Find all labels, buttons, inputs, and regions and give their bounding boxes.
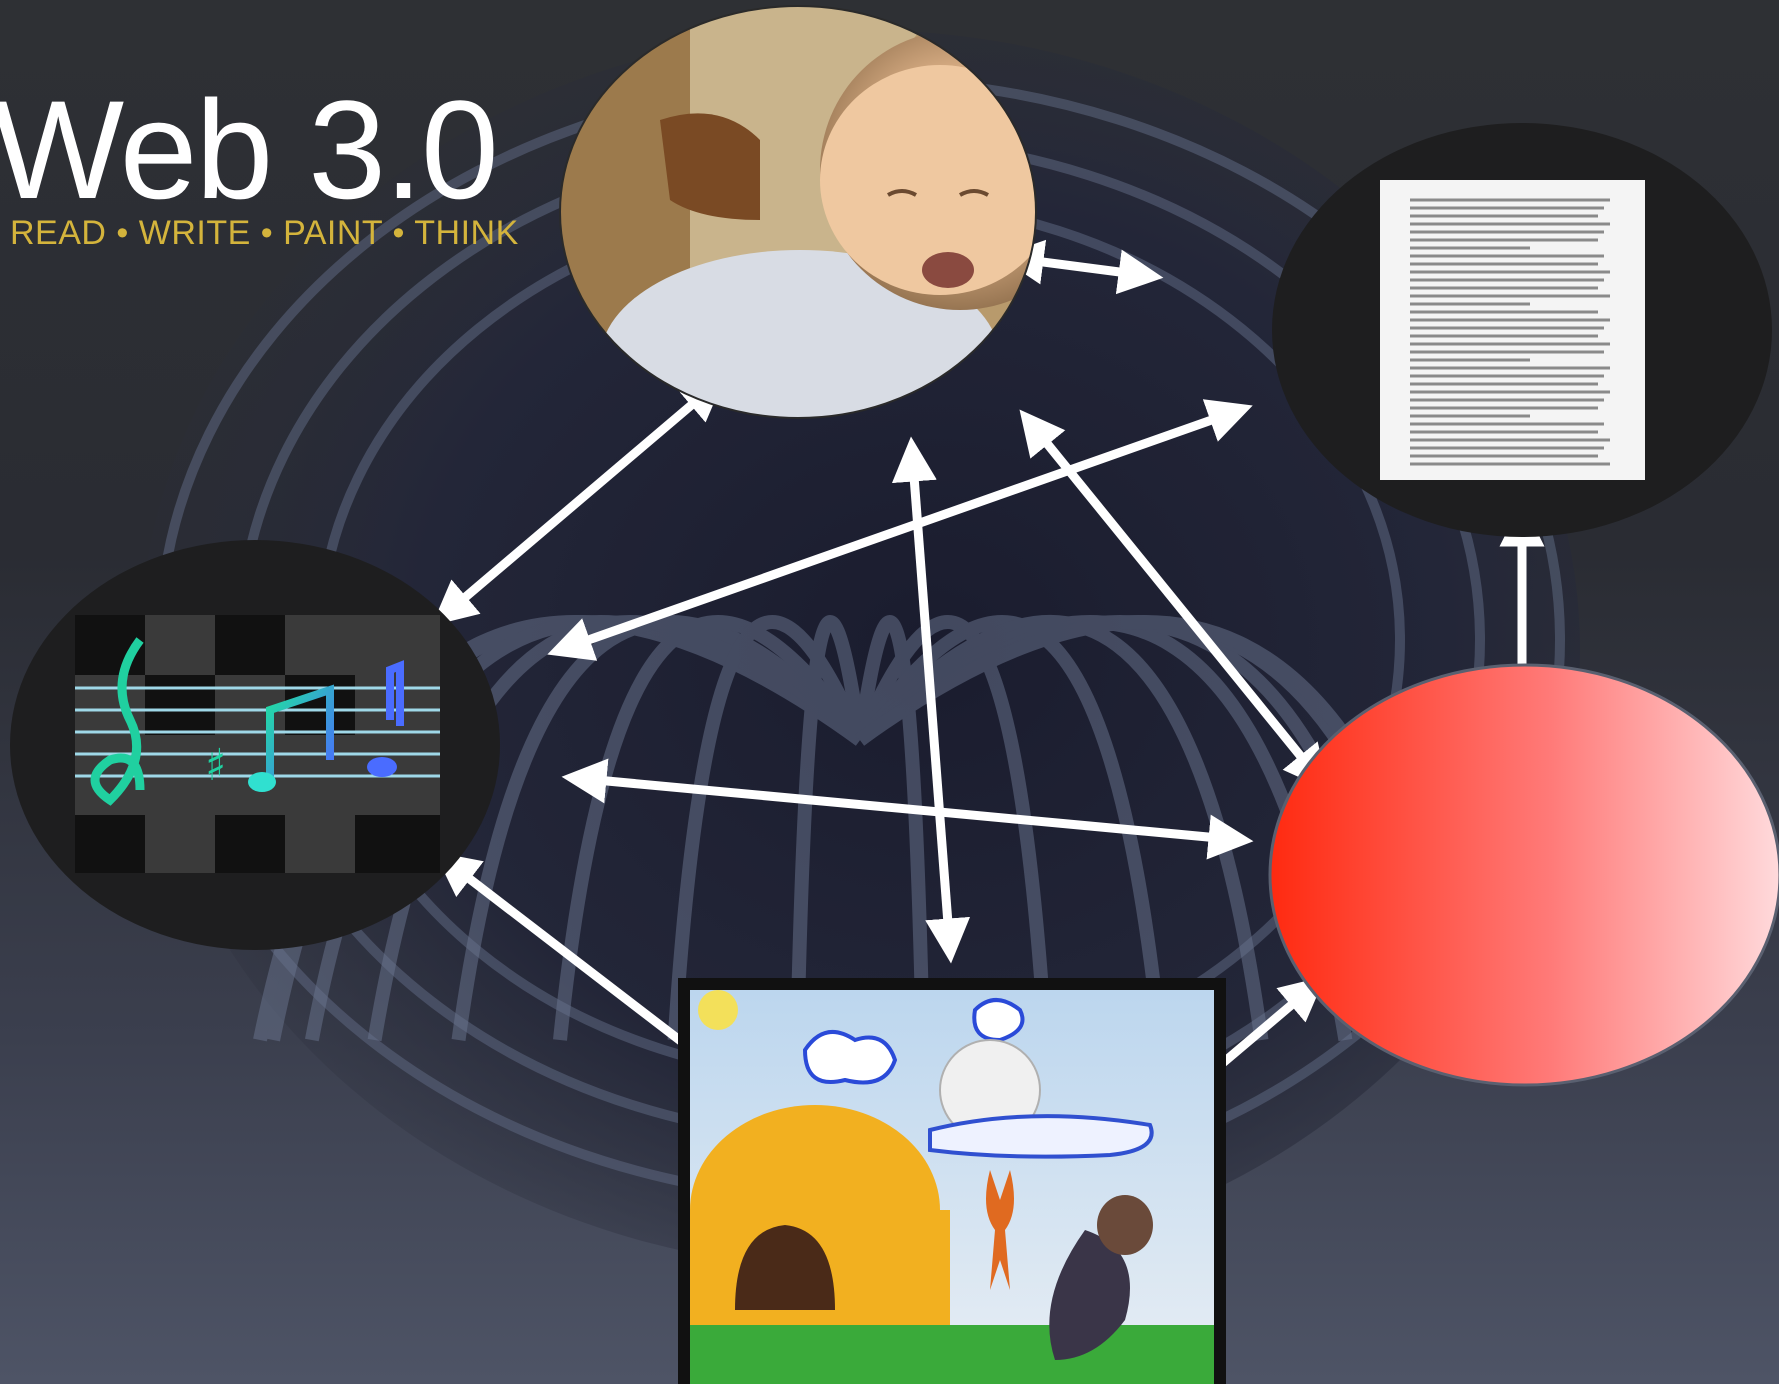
child-drawing-icon xyxy=(690,990,1214,1384)
sharp-glyph: ♯ xyxy=(205,740,226,791)
music-node: ♯ xyxy=(10,540,500,950)
connections xyxy=(431,239,1545,1104)
slide-subtitle: READ • WRITE • PAINT • THINK xyxy=(10,214,519,252)
document-node xyxy=(1272,123,1772,537)
document-page-icon xyxy=(1380,180,1645,480)
slide-title: Web 3.0 xyxy=(0,71,499,228)
edge-document-music xyxy=(547,399,1253,661)
edge-photo-document xyxy=(998,239,1164,295)
edge-music-red-oval xyxy=(561,758,1254,860)
music-notes-icon: ♯ xyxy=(75,615,440,873)
title-block: Web 3.0 READ • WRITE • PAINT • THINK xyxy=(0,80,519,253)
drawing-node xyxy=(678,978,1226,1384)
red-oval-node xyxy=(1268,663,1779,1087)
